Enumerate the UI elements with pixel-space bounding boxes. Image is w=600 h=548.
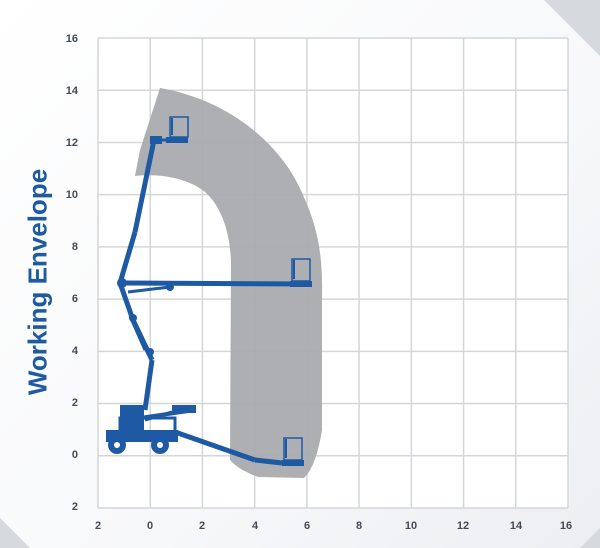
working-envelope-area — [135, 88, 323, 478]
y-tick-label: 6 — [72, 293, 78, 305]
y-tick-label: 2 — [72, 397, 78, 409]
boom-lift-machine — [106, 116, 312, 466]
y-tick-label: 10 — [66, 189, 78, 201]
x-tick-label: 4 — [252, 520, 259, 532]
x-tick-label: 2 — [95, 520, 101, 532]
y-tick-label: 4 — [72, 345, 79, 357]
x-tick-label: 10 — [405, 520, 417, 532]
x-tick-label: 2 — [199, 520, 205, 532]
y-tick-label: 0 — [72, 449, 78, 461]
diagram-title: Working Envelope — [22, 168, 53, 396]
x-axis-ticks: 2 0 2 4 6 8 10 12 14 16 — [95, 520, 572, 532]
x-tick-label: 14 — [510, 520, 523, 532]
y-tick-label: 2 — [72, 501, 78, 513]
page-corner-fold — [0, 518, 30, 548]
page-corner-fold — [580, 528, 600, 548]
x-tick-label: 12 — [457, 520, 469, 532]
y-axis-ticks: 16 14 12 10 8 6 4 2 0 2 — [66, 33, 79, 513]
x-tick-label: 8 — [356, 520, 362, 532]
y-tick-label: 12 — [66, 137, 78, 149]
y-tick-label: 16 — [66, 33, 78, 45]
x-tick-label: 0 — [147, 520, 153, 532]
x-tick-label: 6 — [304, 520, 310, 532]
x-tick-label: 16 — [560, 520, 572, 532]
y-tick-label: 8 — [72, 241, 78, 253]
y-tick-label: 14 — [66, 85, 79, 97]
